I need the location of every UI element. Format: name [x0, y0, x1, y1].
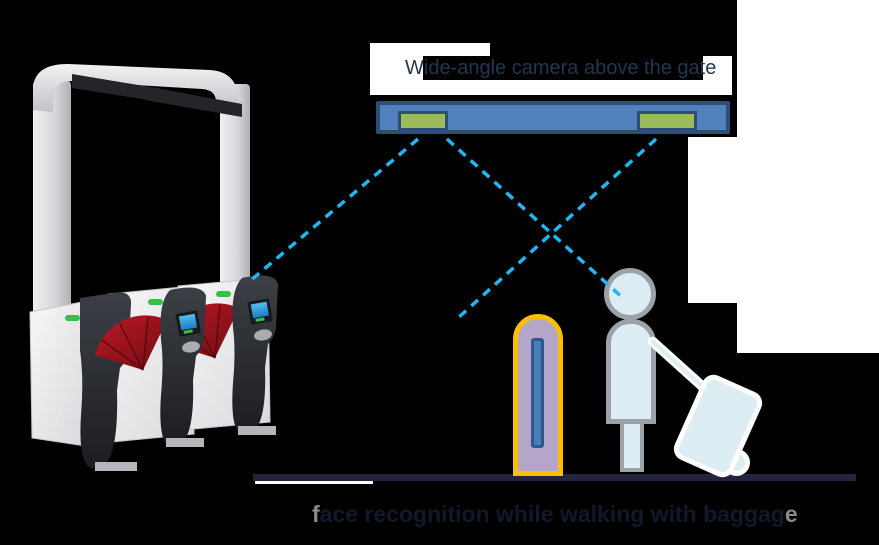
sightline-to-passenger [445, 137, 626, 301]
camera-lens-right [637, 111, 697, 131]
walkthrough-gate-illustration [29, 64, 278, 471]
gate-base-c [238, 426, 276, 435]
caption-body: ace recognition while walking with bagga… [319, 501, 785, 527]
kiosk-screen-slot [531, 338, 544, 448]
title-mask-band [423, 56, 703, 80]
gate-screen-b [175, 310, 201, 337]
gate-indicator-b [148, 299, 163, 305]
gate-indicator-a [65, 315, 80, 321]
gate-camera-bar-2 [145, 86, 242, 117]
gate-flap-fan-b [95, 315, 167, 371]
gate-cabinet-a [29, 301, 87, 447]
overhead-camera-label-rest: ide-angle camera above the gate [423, 57, 717, 79]
background-patch-floor-sliver [255, 481, 373, 484]
floor-line [253, 474, 856, 481]
title-mask-top [490, 43, 732, 56]
gate-base-b [166, 438, 204, 447]
gate-pod-c [232, 275, 278, 434]
caption-lead: f [312, 501, 320, 527]
gate-indicator-c [216, 291, 231, 297]
gate-reader-c [254, 329, 272, 341]
gate-screen-c [247, 298, 273, 325]
background-patch-topright [737, 0, 879, 353]
passenger-head [604, 268, 656, 320]
gate-arch-left-post [33, 80, 71, 362]
gate-arch-right-post [220, 84, 250, 300]
caption-tail: e [784, 501, 798, 527]
overhead-camera-label-lead: W [405, 57, 424, 79]
gate-reader-b [182, 341, 200, 353]
gate-camera-bar-1 [72, 74, 168, 103]
background-patch-right-step [688, 137, 737, 303]
overhead-camera-label: Wide-angle camera above the gate [405, 57, 716, 80]
gate-base-a [95, 462, 137, 471]
luggage-body [670, 370, 766, 482]
diagram-caption: face recognition while walking with bagg… [312, 501, 798, 528]
passenger-legs [620, 424, 644, 472]
camera-lens-left [398, 111, 448, 131]
passenger-torso [606, 319, 656, 424]
